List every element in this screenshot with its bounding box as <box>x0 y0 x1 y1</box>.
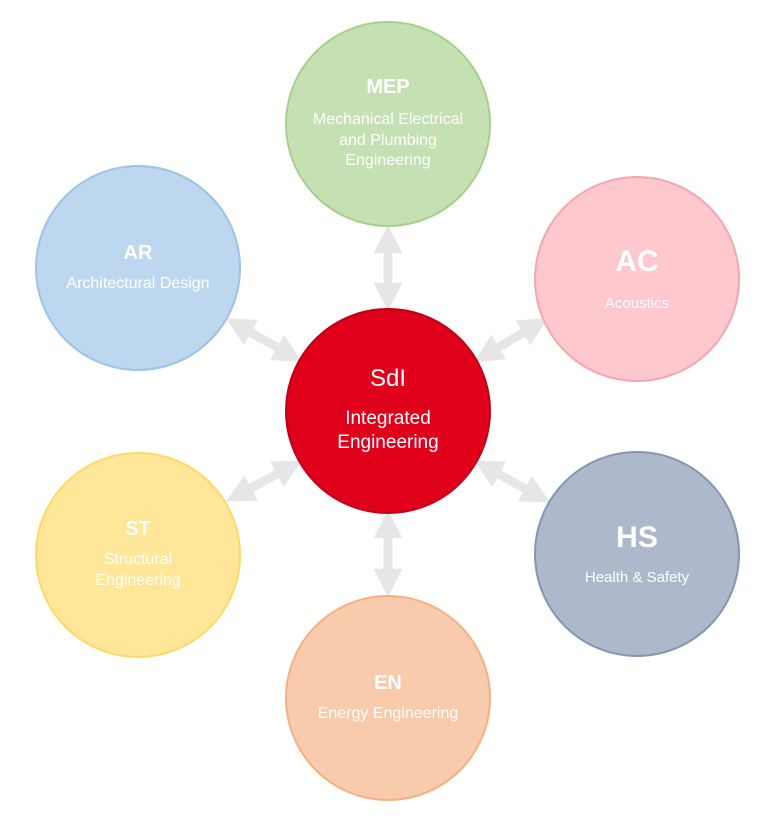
node-st: ST Structural Engineering <box>35 452 241 658</box>
node-mep-label: Mechanical Electrical and Plumbing Engin… <box>312 110 464 170</box>
node-mep-abbr: MEP <box>366 75 410 98</box>
node-center-label: Integrated Engineering <box>337 407 439 454</box>
node-ac-abbr: AC <box>615 244 659 278</box>
arrow-center-ar <box>225 318 303 362</box>
node-en: EN Energy Engineering <box>285 595 491 801</box>
node-ar-abbr: AR <box>123 241 153 264</box>
node-en-label: Energy Engineering <box>317 704 459 722</box>
node-hs-label: Health & Safety <box>584 568 690 586</box>
node-ar-label: Architectural Design <box>66 274 210 292</box>
node-ar: AR Architectural Design <box>35 165 241 371</box>
node-en-abbr: EN <box>374 671 402 694</box>
node-st-label: Structural Engineering <box>95 551 181 589</box>
node-hs-abbr: HS <box>616 520 658 554</box>
node-hs: HS Health & Safety <box>534 451 740 657</box>
node-st-abbr: ST <box>125 518 151 541</box>
node-ac-label: Acoustics <box>604 294 670 312</box>
arrow-center-st <box>225 460 303 502</box>
node-mep: MEP Mechanical Electrical and Plumbing E… <box>285 21 491 227</box>
node-center-abbr: SdI <box>369 365 407 393</box>
node-center-sdi: SdI Integrated Engineering <box>285 308 491 514</box>
node-ac: AC Acoustics <box>534 176 740 382</box>
arrow-center-ac <box>474 318 548 362</box>
arrow-center-hs <box>473 460 551 503</box>
